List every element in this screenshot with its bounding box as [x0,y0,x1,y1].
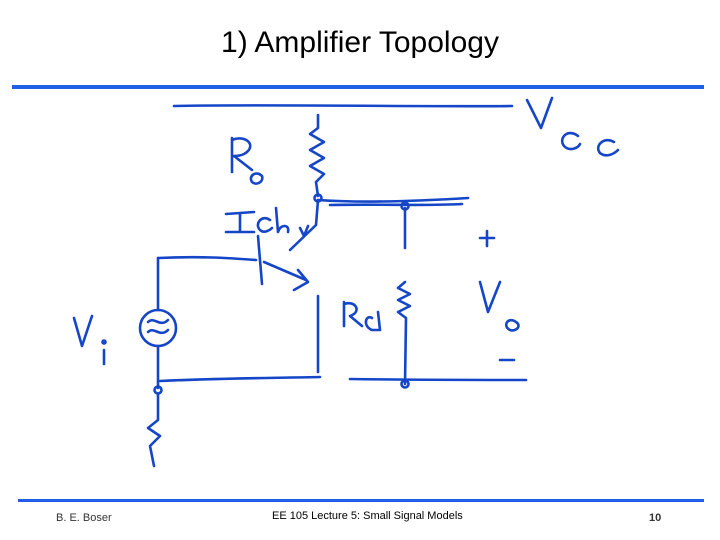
lecture-title: EE 105 Lecture 5: Small Signal Models [272,510,463,522]
rl-label [342,300,364,328]
page-number: 10 [649,512,662,524]
vcc-rail [172,103,514,108]
output-wire [316,196,470,203]
bottom-wire [158,375,322,383]
vi-source [138,308,178,348]
vi-label [72,314,94,348]
vo-plus [478,229,496,248]
rc-label [230,136,254,174]
rl-resistor [396,280,412,386]
title-divider [12,85,704,89]
rc-resistor [308,113,326,198]
transistor-emitter [262,260,308,282]
footer-divider [18,499,704,502]
transistor-base [256,234,264,286]
vcc-label [525,96,554,130]
vo-label [478,280,502,314]
icb-label [224,210,256,234]
author-name: B. E. Boser [56,512,112,524]
slide-title: 1) Amplifier Topology [221,26,499,59]
ground-node [153,385,163,395]
